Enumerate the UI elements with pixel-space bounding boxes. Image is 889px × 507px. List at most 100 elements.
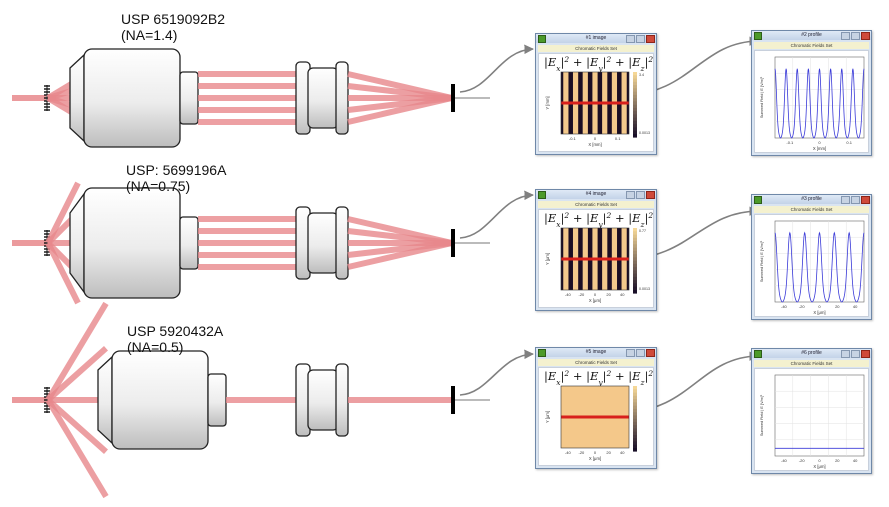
connector-arrow (459, 349, 534, 396)
x-tick-label: 20 (606, 450, 611, 455)
colorbar-step (633, 405, 637, 410)
collimated-beam (226, 397, 302, 403)
colorbar-step (633, 276, 637, 281)
colorbar-step (633, 234, 637, 239)
colorbar-step (633, 127, 637, 132)
optical-row-1 (12, 48, 490, 148)
objective-nose (69, 53, 85, 143)
x-axis-label: X [mm] (813, 146, 826, 151)
x-tick-label: -0.1 (569, 136, 577, 141)
colorbar-step (633, 101, 637, 105)
colorbar-step (633, 444, 637, 449)
colorbar-step (633, 244, 637, 248)
row-3-patent-label: USP 5920432A (127, 323, 224, 339)
close-button[interactable] (861, 196, 870, 204)
x-tick-label: 0 (594, 136, 597, 141)
collimated-beam (198, 228, 302, 234)
x-tick-label: 0 (818, 304, 821, 309)
profile-3-menu-bar: Chromatic Fields Set (754, 360, 869, 367)
minimize-button[interactable] (841, 350, 850, 358)
profile-1-titlebar: #2 profile (752, 31, 871, 40)
collimated-beam (198, 119, 302, 125)
relay-lens-body (307, 212, 339, 274)
close-button[interactable] (861, 32, 870, 40)
profile-2-menu-bar: Chromatic Fields Set (754, 206, 869, 213)
field-formula: |Ex|2 + |Ey|2 + |Ez|2 (544, 211, 653, 229)
colorbar-step (633, 120, 637, 125)
colorbar-step (633, 260, 637, 265)
colorbar-step (633, 88, 637, 92)
maximize-button[interactable] (851, 196, 860, 204)
close-button[interactable] (646, 349, 655, 357)
x-tick-label: 0 (818, 458, 821, 463)
colorbar-step (633, 78, 637, 83)
x-tick-label: 20 (835, 304, 840, 309)
image-frame (560, 227, 630, 291)
colorbar-step (633, 231, 637, 235)
maximize-button[interactable] (851, 32, 860, 40)
close-button[interactable] (861, 350, 870, 358)
input-beam (12, 240, 46, 246)
x-axis-label: X [μm] (813, 464, 825, 469)
x-tick-label: -20 (799, 458, 806, 463)
colorbar-step (633, 250, 637, 255)
colorbar-step (633, 448, 637, 452)
maximize-button[interactable] (636, 191, 645, 199)
colorbar-max: 3.4 (639, 73, 644, 77)
minimize-button[interactable] (841, 196, 850, 204)
collimated-beam (198, 95, 302, 101)
image-3-menu-bar: Chromatic Fields Set (538, 359, 654, 366)
colorbar-step (633, 386, 637, 390)
colorbar-step (633, 94, 637, 99)
x-axis-label: X [μm] (813, 310, 825, 315)
diffracted-beam (45, 241, 81, 305)
profile-axes-frame (774, 374, 865, 457)
maximize-button[interactable] (636, 35, 645, 43)
x-tick-label: 0 (594, 450, 597, 455)
close-button[interactable] (646, 35, 655, 43)
objective-back-cap (207, 373, 227, 427)
focusing-beam (347, 95, 453, 125)
colorbar-step (633, 286, 637, 291)
colorbar-step (633, 418, 637, 423)
window-controls (841, 32, 870, 40)
minimize-button[interactable] (626, 191, 635, 199)
collimated-beam (198, 240, 302, 246)
colorbar-step (633, 441, 637, 446)
minimize-button[interactable] (626, 35, 635, 43)
y-axis-label: Y [mm] (545, 96, 550, 109)
profile-3-title: #6 profile (801, 350, 822, 356)
colorbar-step (633, 415, 637, 419)
colorbar-step (633, 237, 637, 242)
close-button[interactable] (646, 191, 655, 199)
maximize-button[interactable] (851, 350, 860, 358)
image-1-titlebar: #1 image (536, 34, 656, 43)
objective-nose (97, 355, 113, 445)
colorbar-step (633, 247, 637, 252)
colorbar-step (633, 130, 637, 135)
minimize-button[interactable] (841, 32, 850, 40)
colorbar-step (633, 241, 637, 245)
objective-back-cap (179, 71, 199, 125)
objective-back-cap (179, 216, 199, 270)
maximize-button[interactable] (636, 349, 645, 357)
colorbar-step (633, 434, 637, 439)
colorbar-step (633, 72, 637, 76)
profile-curve (774, 231, 865, 303)
minimize-button[interactable] (626, 349, 635, 357)
x-tick-label: -40 (781, 304, 788, 309)
image-frame (560, 385, 630, 449)
colorbar-step (633, 107, 637, 112)
window-controls (626, 35, 655, 43)
profile-3-titlebar: #6 profile (752, 349, 871, 358)
colorbar-step (633, 280, 637, 284)
colorbar-step (633, 267, 637, 271)
colorbar-max: 0.77 (639, 229, 646, 233)
